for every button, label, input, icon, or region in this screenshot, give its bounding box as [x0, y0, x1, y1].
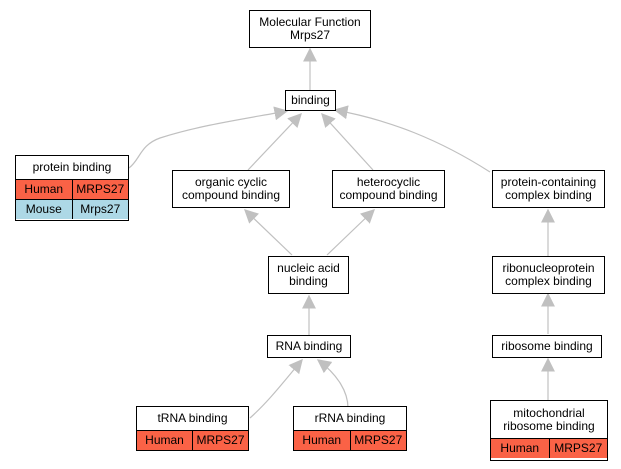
- node-heterocyclic-compound-binding[interactable]: heterocyclic compound binding: [332, 170, 445, 208]
- node-molecular-function[interactable]: Molecular Function Mrps27: [249, 10, 371, 48]
- gene-row-human: Human MRPS27: [491, 438, 607, 458]
- node-label: binding: [291, 93, 330, 107]
- edge-protein-complex-binding: [333, 105, 491, 173]
- species-cell: Mouse: [16, 200, 72, 219]
- node-protein-containing-complex-binding[interactable]: protein-containing complex binding: [492, 170, 605, 208]
- gene-cell: MRPS27: [71, 180, 128, 199]
- gene-cell: MRPS27: [349, 431, 406, 450]
- gene-row-human: Human MRPS27: [16, 179, 128, 199]
- node-trna-binding[interactable]: tRNA binding Human MRPS27: [136, 406, 249, 451]
- node-label: organic cyclic compound binding: [181, 175, 281, 202]
- edge-organic-binding: [247, 112, 302, 171]
- node-ribosome-binding[interactable]: ribosome binding: [492, 335, 602, 358]
- edge-rrna-rna: [316, 359, 349, 409]
- species-cell: Human: [294, 431, 350, 450]
- node-label: nucleic acid binding: [277, 261, 340, 288]
- edge-heterocyclic-binding: [321, 112, 374, 171]
- node-binding[interactable]: binding: [285, 90, 336, 111]
- gene-row-human: Human MRPS27: [137, 430, 248, 450]
- edge-trna-rna: [249, 358, 303, 419]
- node-label: RNA binding: [275, 339, 343, 353]
- node-label: ribonucleoprotein complex binding: [502, 261, 595, 288]
- edge-nucleic-organic: [243, 209, 293, 256]
- gene-cell: Mrps27: [71, 200, 128, 219]
- edge-nucleic-heterocyclic: [326, 209, 376, 256]
- gene-cell: MRPS27: [548, 439, 607, 458]
- node-label: tRNA binding: [157, 411, 228, 425]
- node-label: mitochondrial ribosome binding: [503, 405, 595, 433]
- gene-cell: MRPS27: [192, 431, 248, 450]
- node-organic-cyclic-compound-binding[interactable]: organic cyclic compound binding: [172, 170, 290, 208]
- node-rrna-binding[interactable]: rRNA binding Human MRPS27: [293, 406, 407, 451]
- node-nucleic-acid-binding[interactable]: nucleic acid binding: [268, 256, 349, 294]
- gene-row-human: Human MRPS27: [294, 430, 406, 450]
- node-label: Molecular Function Mrps27: [259, 15, 361, 42]
- node-label: protein binding: [32, 160, 112, 174]
- node-label: ribosome binding: [501, 339, 593, 353]
- node-rna-binding[interactable]: RNA binding: [267, 335, 351, 358]
- node-ribonucleoprotein-complex-binding[interactable]: ribonucleoprotein complex binding: [492, 256, 605, 294]
- species-cell: Human: [491, 439, 549, 458]
- node-label: rRNA binding: [314, 411, 386, 425]
- species-cell: Human: [137, 431, 192, 450]
- node-mitochondrial-ribosome-binding[interactable]: mitochondrial ribosome binding Human MRP…: [490, 400, 608, 461]
- species-cell: Human: [16, 180, 72, 199]
- node-protein-binding[interactable]: protein binding Human MRPS27 Mouse Mrps2…: [15, 155, 129, 221]
- gene-row-mouse: Mouse Mrps27: [16, 199, 128, 219]
- edge-protein-binding-binding: [128, 106, 289, 169]
- node-label: protein-containing complex binding: [500, 175, 597, 202]
- node-label: heterocyclic compound binding: [339, 175, 438, 202]
